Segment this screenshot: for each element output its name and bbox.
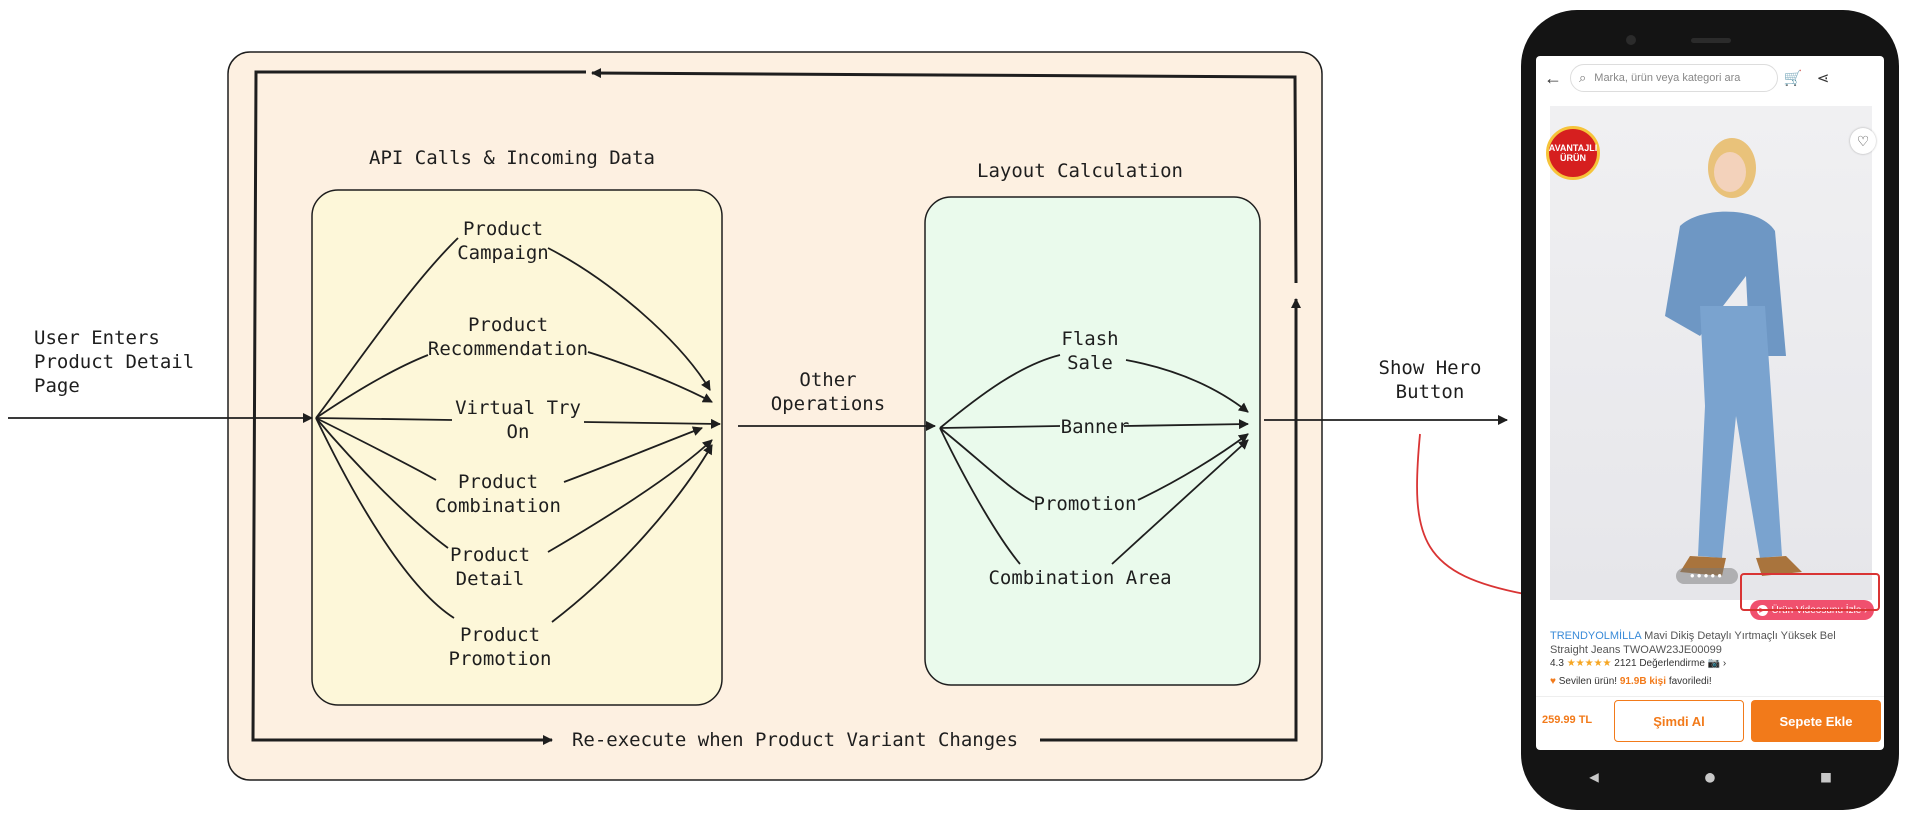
product-name: Mavi Dikiş Detaylı Yırtmaçlı Yüksek Bel … (1550, 630, 1836, 656)
fav-count: 91.9B kişi (1619, 676, 1667, 687)
android-nav-bar: ◀ ● ■ (1536, 754, 1884, 798)
layout-arrows (939, 354, 1249, 565)
api-item-product-promotion: Product Promotion (448, 624, 552, 670)
favorite-heart-icon: ♥ (1550, 676, 1556, 687)
hero-button-highlight (1740, 573, 1880, 611)
rating-stars: ★★★★★ (1566, 658, 1612, 669)
nav-home-icon[interactable]: ● (1705, 766, 1715, 786)
speaker (1691, 38, 1731, 43)
api-item-product-detail: Product Detail (449, 544, 531, 590)
purchase-footer (1536, 696, 1884, 750)
loop-label: Re-execute when Product Variant Changes (571, 729, 1019, 751)
loop-path-right (1040, 298, 1301, 742)
api-arrows (315, 237, 721, 623)
nav-recent-icon[interactable]: ■ (1821, 766, 1831, 786)
layout-item-banner: Banner (1060, 416, 1130, 438)
nav-back-icon[interactable]: ◀ (1589, 766, 1599, 786)
advantage-badge: AVANTAJLI ÜRÜN (1546, 126, 1600, 180)
api-item-virtual-try-on: Virtual Try On (455, 397, 581, 443)
layout-section-title: Layout Calculation (977, 160, 1183, 182)
loop-path-left (251, 70, 586, 745)
api-item-product-campaign: Product Campaign (457, 218, 549, 264)
fav-prefix: Sevilen ürün! (1558, 676, 1618, 687)
api-item-product-combination: Product Combination (435, 471, 561, 517)
layout-item-promotion: Promotion (1033, 493, 1137, 515)
entry-label: User Enters Product Detail Page (34, 327, 195, 397)
rating-value: 4.3 (1550, 658, 1564, 669)
buy-now-button[interactable]: Şimdi Al (1614, 700, 1744, 742)
brand-name[interactable]: TRENDYOLMİLLA (1550, 630, 1642, 642)
heart-icon[interactable]: ♡ (1850, 128, 1876, 154)
layout-item-flash-sale: Flash Sale (1061, 328, 1119, 374)
price: 259.99 TL (1542, 714, 1593, 726)
fav-suffix: favoriledi! (1668, 676, 1712, 687)
search-placeholder: Marka, ürün veya kategori ara (1594, 72, 1741, 84)
review-count: 2121 Değerlendirme 📷 › (1614, 658, 1727, 669)
search-input[interactable]: ⌕ Marka, ürün veya kategori ara (1570, 64, 1778, 92)
api-item-product-recommendation: Product Recommendation (427, 314, 589, 360)
product-image[interactable] (1550, 106, 1872, 600)
app-topbar: ← ⌕ Marka, ürün veya kategori ara 🛒 ⋖ (1536, 56, 1884, 100)
phone-mockup: ← ⌕ Marka, ürün veya kategori ara 🛒 ⋖ AV… (1521, 10, 1899, 810)
other-operations-label: Other Operations (770, 369, 886, 415)
model-illustration (1665, 138, 1802, 576)
favorites-row: ♥ Sevilen ürün! 91.9B kişi favoriledi! (1550, 676, 1712, 687)
add-to-cart-button[interactable]: Sepete Ekle (1751, 700, 1881, 742)
cart-icon[interactable]: 🛒 (1783, 70, 1803, 87)
camera (1626, 35, 1636, 45)
image-pagination[interactable]: ●●●●● (1676, 568, 1738, 584)
loop-path-top (591, 68, 1298, 284)
rating-row[interactable]: 4.3 ★★★★★ 2121 Değerlendirme 📷 › (1550, 658, 1726, 669)
phone-screen: ← ⌕ Marka, ürün veya kategori ara 🛒 ⋖ AV… (1536, 56, 1884, 750)
api-calls-box (311, 189, 723, 706)
back-arrow-icon[interactable]: ← (1544, 67, 1562, 88)
search-icon: ⌕ (1579, 70, 1587, 85)
output-label: Show Hero Button (1378, 357, 1482, 403)
product-title: TRENDYOLMİLLA Mavi Dikiş Detaylı Yırtmaç… (1550, 629, 1870, 657)
layout-calculation-box (924, 196, 1261, 686)
share-icon[interactable]: ⋖ (1816, 70, 1830, 87)
api-section-title: API Calls & Incoming Data (369, 147, 655, 169)
layout-item-combination-area: Combination Area (988, 567, 1172, 589)
